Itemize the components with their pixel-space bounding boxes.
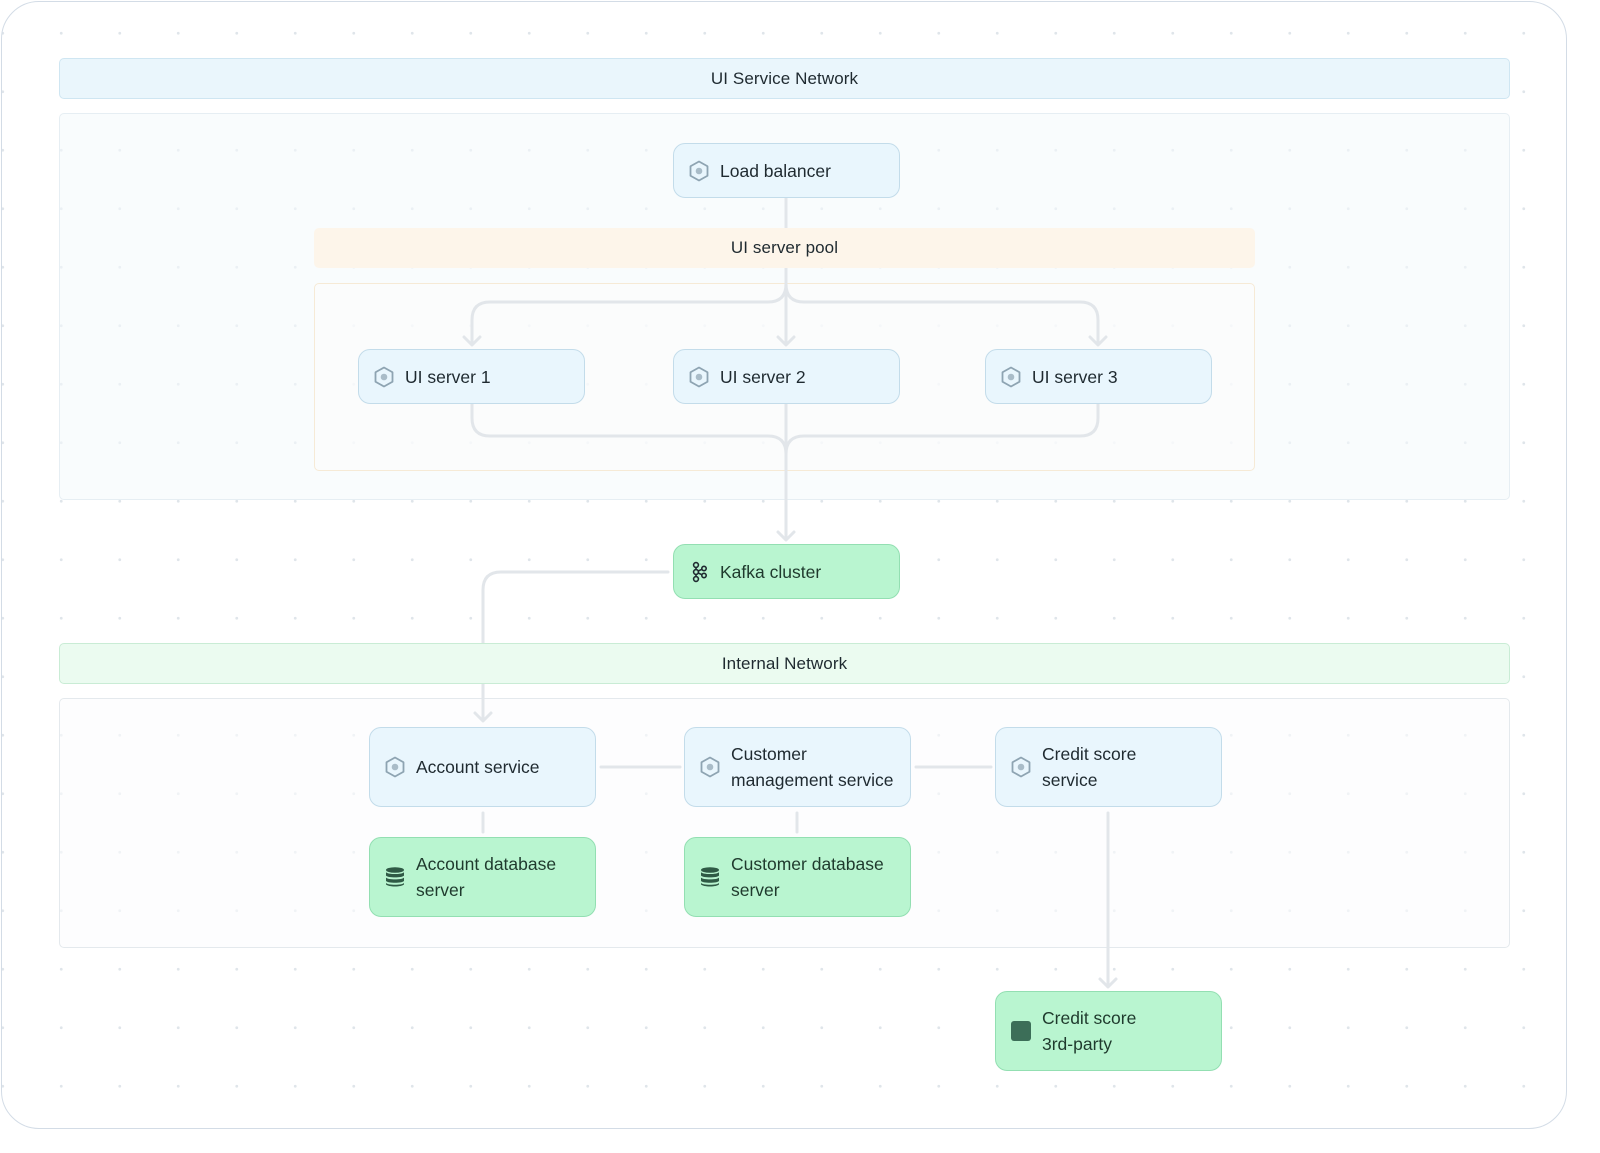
node-ui-server-1[interactable]: UI server 1 (358, 349, 585, 404)
ui-service-network-title: UI Service Network (59, 58, 1510, 99)
node-credit-score-service[interactable]: Credit score service (995, 727, 1222, 807)
database-icon (384, 866, 406, 888)
node-customer-database-server[interactable]: Customer database server (684, 837, 911, 917)
hexagon-icon (688, 366, 710, 388)
node-label: UI server 2 (720, 366, 806, 387)
hexagon-icon (1000, 366, 1022, 388)
node-customer-management-service[interactable]: Customer management service (684, 727, 911, 807)
node-label: UI server 1 (405, 366, 491, 387)
node-ui-server-3[interactable]: UI server 3 (985, 349, 1212, 404)
node-label: Account service (416, 757, 540, 777)
node-label: Customer database server (731, 854, 884, 900)
node-credit-score-3rd-party[interactable]: Credit score 3rd-party (995, 991, 1222, 1071)
hexagon-icon (688, 160, 710, 182)
node-ui-server-2[interactable]: UI server 2 (673, 349, 900, 404)
square-icon (1010, 1020, 1032, 1042)
internal-network-title: Internal Network (59, 643, 1510, 684)
hexagon-icon (384, 756, 406, 778)
node-label: Credit score 3rd-party (1042, 1008, 1137, 1054)
hexagon-icon (699, 756, 721, 778)
node-label: Kafka cluster (720, 561, 822, 582)
hexagon-icon (1010, 756, 1032, 778)
node-account-database-server[interactable]: Account database server (369, 837, 596, 917)
node-label: Load balancer (720, 160, 831, 181)
node-label: Customer management service (731, 744, 894, 790)
ui-server-pool-title: UI server pool (314, 228, 1255, 268)
node-label: Account database server (416, 854, 557, 900)
kafka-icon (688, 561, 710, 583)
hexagon-icon (373, 366, 395, 388)
node-account-service[interactable]: Account service (369, 727, 596, 807)
node-label: UI server 3 (1032, 366, 1118, 387)
database-icon (699, 866, 721, 888)
node-kafka-cluster[interactable]: Kafka cluster (673, 544, 900, 599)
node-label: Credit score service (1042, 744, 1137, 790)
node-load-balancer[interactable]: Load balancer (673, 143, 900, 198)
